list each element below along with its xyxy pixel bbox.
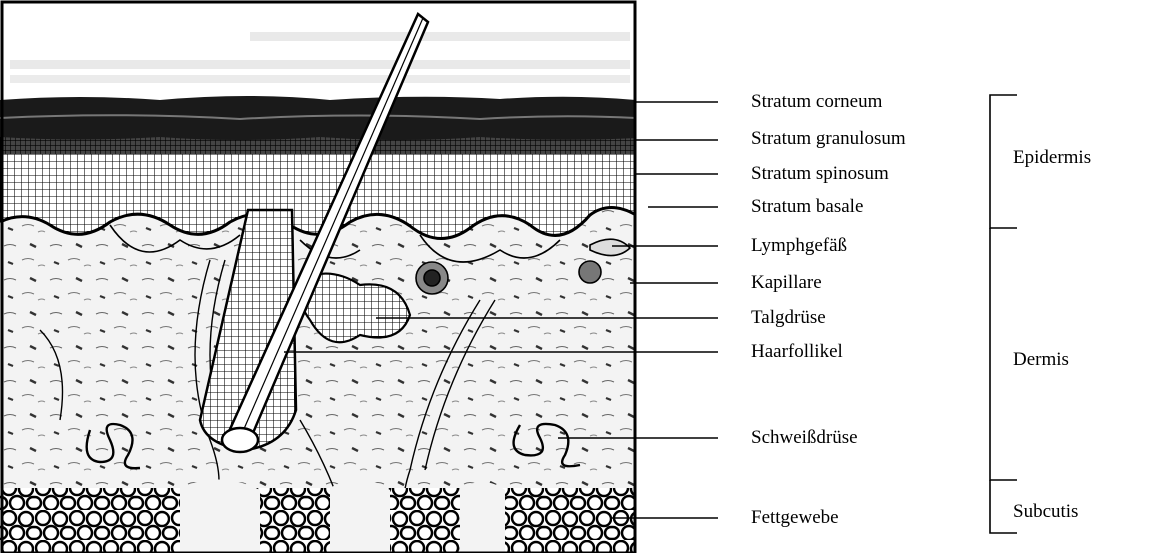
label-haarfollikel: Haarfollikel [751, 342, 843, 361]
label-stratum-corneum: Stratum corneum [751, 92, 882, 111]
stratum-corneum-layer [0, 96, 636, 140]
label-stratum-spinosum: Stratum spinosum [751, 164, 889, 183]
label-stratum-granulosum: Stratum granulosum [751, 129, 906, 148]
group-dermis: Dermis [1013, 350, 1069, 369]
label-schweissdruese: Schweißdrüse [751, 428, 858, 447]
label-fettgewebe: Fettgewebe [751, 508, 839, 527]
group-epidermis: Epidermis [1013, 148, 1091, 167]
label-talgdruese: Talgdrüse [751, 308, 826, 327]
group-subcutis: Subcutis [1013, 502, 1078, 521]
label-stratum-basale: Stratum basale [751, 197, 863, 216]
label-lymphgefaess: Lymphgefäß [751, 236, 847, 255]
fat-tissue [0, 488, 636, 553]
label-kapillare: Kapillare [751, 273, 822, 292]
skin-illustration [0, 0, 636, 553]
